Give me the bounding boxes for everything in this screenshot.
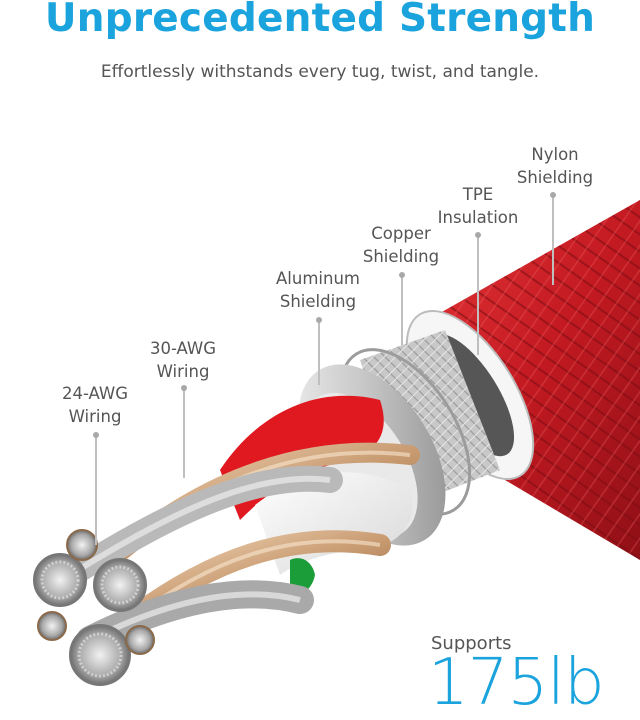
- subheadline: Effortlessly withstands every tug, twist…: [100, 62, 540, 82]
- wire-ends: [33, 529, 155, 686]
- supports-label: Supports: [431, 633, 512, 654]
- leader-30awg: [181, 385, 187, 478]
- leader-aluminum: [316, 317, 322, 385]
- nylon-jacket: [410, 200, 640, 560]
- headline: Unprecedented Strength: [44, 0, 596, 41]
- leader-copper: [399, 272, 405, 345]
- 24-awg-strands: [57, 465, 343, 654]
- leader-24awg: [93, 432, 99, 545]
- load-capacity-value: 175lb: [428, 646, 605, 720]
- leader-nylon: [550, 192, 556, 285]
- leader-tpe: [475, 232, 481, 355]
